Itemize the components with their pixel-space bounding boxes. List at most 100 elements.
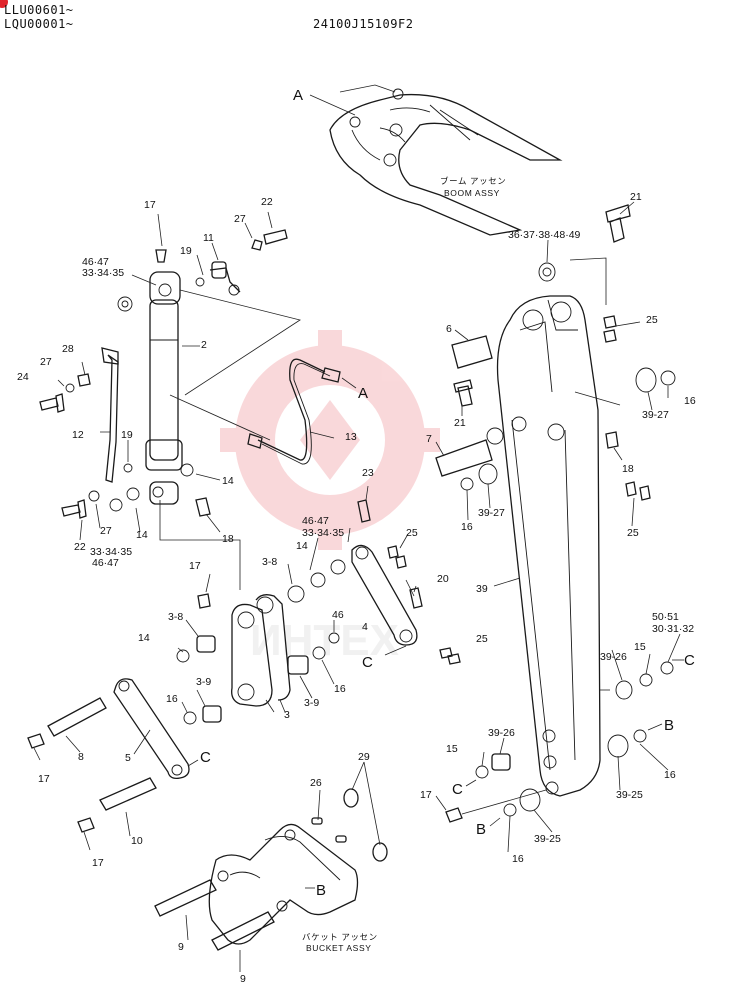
pin-8 (47, 697, 107, 737)
label-23: 23 (362, 467, 374, 479)
label-5: 5 (125, 752, 131, 764)
label-14-bottom: 14 (136, 529, 148, 541)
corner-marker-icon (0, 0, 8, 8)
callout-c-lower: C (452, 781, 463, 798)
hose-fitting-11 (209, 267, 241, 293)
watermark-text: ИНТЕХ (250, 616, 399, 665)
label-16-r1: 16 (684, 395, 696, 407)
label-28: 28 (62, 343, 74, 355)
washer-46 (117, 296, 133, 312)
hose-13 (257, 358, 326, 461)
label-15-lower: 15 (446, 743, 458, 755)
label-36-37-38-48-49: 36·37·38·48·49 (508, 229, 581, 241)
bolt-22 (61, 499, 87, 519)
bucket-assembly: バケット アッセン BUCKET ASSY (154, 788, 388, 953)
label-14-mid: 14 (296, 540, 308, 552)
label-10: 10 (131, 835, 143, 847)
callout-a-hose: A (358, 385, 368, 402)
bolt-21-top (605, 204, 631, 243)
pin-9-a (154, 879, 217, 917)
label-21-top: 21 (630, 191, 642, 203)
label-8: 8 (78, 751, 84, 763)
label-2: 2 (201, 339, 207, 351)
label-39-26-lower: 39-26 (488, 727, 515, 739)
label-7: 7 (426, 433, 432, 445)
label-17-mid: 17 (189, 560, 201, 572)
link-5 (113, 678, 190, 780)
label-9-b: 9 (240, 973, 246, 985)
boom-assy-en-label: BOOM ASSY (444, 188, 500, 198)
label-3-9-left: 3-9 (196, 676, 211, 688)
pin-10 (99, 777, 157, 811)
drawing-number: 24100J15109F2 (313, 17, 414, 31)
label-46-47-mid: 46·47 (302, 515, 329, 527)
label-16-r2: 16 (461, 521, 473, 533)
label-22-top: 22 (261, 196, 273, 208)
callout-c-left: C (200, 749, 211, 766)
label-6: 6 (446, 323, 452, 335)
label-3-8-left: 3-8 (168, 611, 183, 623)
label-46-47-top: 46·47 (82, 256, 109, 268)
label-46-47-bottom: 46·47 (92, 557, 119, 569)
o-ring-19 (195, 277, 205, 287)
label-39-27-b: 39-27 (478, 507, 505, 519)
label-16-mid: 16 (334, 683, 346, 695)
bucket-assy-jp-label: バケット アッセン (302, 932, 378, 942)
label-3-9-mid: 3-9 (304, 697, 319, 709)
bushing-39-27-b (478, 463, 498, 485)
label-18-right: 18 (622, 463, 634, 475)
label-17-left2: 17 (92, 857, 104, 869)
label-17-right: 17 (420, 789, 432, 801)
callout-b-right: B (664, 717, 674, 734)
label-13: 13 (345, 431, 357, 443)
label-17-left1: 17 (38, 773, 50, 785)
label-3: 3 (284, 709, 290, 721)
callout-b-bucket: B (316, 882, 326, 899)
label-27-top: 27 (234, 213, 246, 225)
label-50-51: 50·51 (652, 611, 679, 623)
label-30-31-32: 30·31·32 (652, 623, 694, 635)
label-15-right: 15 (634, 641, 646, 653)
bucket-assy-en-label: BUCKET ASSY (306, 943, 372, 953)
label-22-bottom: 22 (74, 541, 86, 553)
label-25-mid: 25 (406, 527, 418, 539)
pipe-12 (105, 354, 119, 483)
label-29: 29 (358, 751, 370, 763)
pin-7 (435, 439, 493, 477)
label-26: 26 (310, 777, 322, 789)
label-19-top: 19 (180, 245, 192, 257)
label-33-34-35-mid: 33·34·35 (302, 527, 344, 539)
label-25-top: 25 (646, 314, 658, 326)
label-39-25-right: 39-25 (616, 789, 643, 801)
label-33-34-35-top: 33·34·35 (82, 267, 124, 279)
label-46-mid: 46 (332, 609, 344, 621)
boom-assy-jp-label: ブーム アッセン (440, 176, 506, 186)
label-3-8-mid: 3-8 (262, 556, 277, 568)
label-27-left: 27 (40, 356, 52, 368)
bucket-cylinder (145, 249, 301, 590)
boom-assembly: ブーム アッセン BOOM ASSY (309, 84, 563, 236)
label-16-r3: 16 (664, 769, 676, 781)
label-39: 39 (476, 583, 488, 595)
link-4 (351, 544, 418, 646)
label-11: 11 (203, 232, 214, 244)
label-19-left: 19 (121, 429, 133, 441)
label-14-cyl: 14 (222, 475, 234, 487)
label-39-27-a: 39-27 (642, 409, 669, 421)
serial-number-1: LLU00601~ (4, 3, 74, 17)
label-17-top: 17 (144, 199, 156, 211)
callout-a-top: A (293, 87, 303, 104)
arm-39 (486, 257, 621, 797)
part-labels: 17 22 27 11 19 46·47 33·34·35 2 28 27 24… (17, 191, 696, 985)
label-16-left: 16 (166, 693, 178, 705)
pin-6 (451, 335, 493, 369)
watermark-logo: ИНТЕХ (220, 330, 440, 665)
link-3 (231, 594, 291, 713)
leader-lines (33, 201, 681, 972)
serial-number-2: LQU00001~ (4, 17, 74, 31)
label-18-left: 18 (222, 533, 234, 545)
pin-9-b (211, 911, 275, 951)
label-16-r4: 16 (512, 853, 524, 865)
label-27-bottom: 27 (100, 525, 112, 537)
label-25-lower: 25 (476, 633, 488, 645)
